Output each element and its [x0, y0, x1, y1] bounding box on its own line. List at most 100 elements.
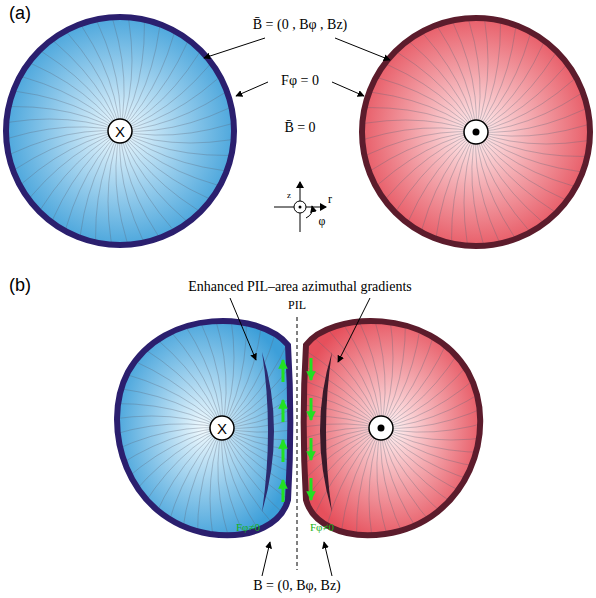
field-line [222, 284, 264, 428]
axis [274, 182, 326, 232]
field-line [78, 386, 222, 428]
field-line [198, 428, 222, 576]
field-line [218, 428, 243, 576]
field-line [328, 108, 476, 132]
field-line [476, 90, 596, 133]
field-line [332, 90, 476, 132]
field-line [452, 132, 476, 280]
field-line [381, 366, 517, 428]
label: B̄ = (0 , Bφ , Bz) [253, 17, 348, 33]
field-line [237, 428, 381, 471]
cross-symbol: X [209, 415, 235, 441]
field-line [381, 347, 507, 428]
field-line [0, 131, 120, 212]
flux-tube-cross-section [6, 17, 234, 245]
field-line [7, 33, 120, 131]
leader-arrow [338, 298, 370, 362]
gradient-crescent [320, 352, 332, 512]
field-line [378, 19, 476, 132]
field-line [180, 284, 223, 428]
field-line [245, 428, 381, 490]
field-line [0, 119, 120, 131]
field-line [381, 407, 529, 432]
field-line [7, 131, 120, 229]
field-line [381, 428, 529, 452]
dot-symbol [473, 129, 480, 136]
field-line [476, 132, 574, 245]
field-line [120, 18, 218, 131]
field-line [116, 131, 141, 279]
field-line [381, 280, 405, 428]
label: Fφ = 0 [281, 73, 319, 89]
field-line [237, 386, 381, 428]
force-arrow [282, 480, 285, 502]
field-line [120, 110, 268, 135]
field-line [120, 131, 163, 275]
field-line [96, 131, 120, 279]
field-line [120, 131, 233, 229]
label: PIL [288, 299, 306, 313]
into-page-symbol: X [107, 118, 133, 144]
label: B = (0, Bφ, Bz) [253, 578, 341, 594]
field-line [22, 18, 120, 131]
field-line [201, 280, 226, 428]
field-line [381, 284, 423, 428]
leader-arrow [236, 82, 268, 96]
z-axis-dot [299, 206, 302, 209]
field-line [332, 132, 476, 175]
tube-boundary [362, 18, 590, 246]
field-line [319, 292, 381, 428]
into-page-symbol: X [209, 415, 235, 441]
label: φ [319, 215, 326, 229]
flux-tube-cross-section [117, 321, 290, 535]
field-line [381, 386, 525, 429]
label: (a) [9, 3, 31, 24]
field-line [0, 131, 120, 174]
force-arrow [282, 360, 285, 382]
force-arrow [282, 400, 285, 422]
label: z [287, 190, 291, 200]
field-line [222, 280, 246, 428]
field-line [74, 404, 222, 428]
field-line [0, 127, 120, 152]
force-arrow [310, 398, 313, 420]
field-line [120, 131, 218, 244]
gradient-crescent [262, 352, 274, 512]
field-line [328, 128, 476, 153]
field-line [283, 315, 381, 428]
force-arrow [310, 478, 313, 500]
dot-symbol [378, 425, 385, 432]
field-line [120, 33, 233, 131]
leader-arrow [204, 38, 265, 58]
tube-boundary [6, 17, 234, 245]
dot-symbol-ring [369, 416, 393, 440]
tube-boundary [304, 321, 480, 535]
field-line [22, 131, 120, 244]
field-line [222, 428, 265, 572]
tube-boundary [117, 321, 290, 535]
field-line [339, 428, 381, 572]
field-line [476, 132, 519, 276]
field-line [476, 132, 589, 230]
leader-arrow [332, 82, 364, 96]
field-line [160, 292, 222, 428]
z-axis-ring [294, 201, 306, 213]
cross-symbol: X [107, 118, 133, 144]
field-line [283, 428, 381, 541]
field-line [378, 132, 476, 245]
phi-arc [306, 206, 312, 218]
field-lines [326, 0, 596, 282]
label: B̄ = 0 [284, 120, 315, 136]
field-line [377, 428, 402, 576]
label: Fφ≠0 [236, 521, 260, 534]
field-line [86, 428, 222, 490]
label: (b) [9, 275, 31, 296]
field-line [363, 132, 476, 230]
leader-arrow [324, 542, 332, 576]
field-lines [231, 278, 531, 578]
field-line [476, 34, 589, 132]
flux-tube-cross-section [362, 18, 590, 246]
field-line [120, 89, 264, 132]
